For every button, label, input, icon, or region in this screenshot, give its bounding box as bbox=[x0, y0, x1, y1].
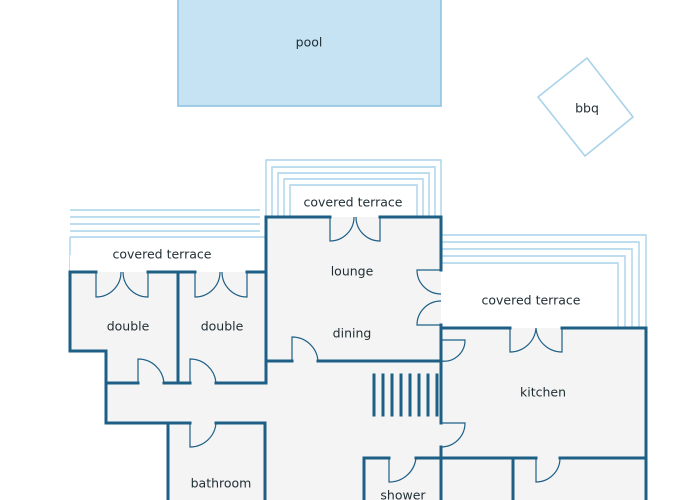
label-covered-terrace-top: covered terrace bbox=[304, 195, 403, 210]
label-double-2: double bbox=[201, 319, 244, 334]
label-covered-terrace-right: covered terrace bbox=[482, 293, 581, 308]
door-dining bbox=[291, 336, 319, 362]
door-double-2-bottom bbox=[189, 358, 217, 384]
door-kitchen-left bbox=[440, 422, 466, 448]
door-dining-right bbox=[440, 339, 466, 362]
door-double-2 bbox=[194, 271, 248, 298]
label-shower: shower bbox=[380, 488, 426, 500]
door-lounge-top bbox=[329, 216, 381, 242]
door-double-1-bottom bbox=[137, 358, 165, 384]
label-double-1: double bbox=[107, 319, 150, 334]
label-kitchen: kitchen bbox=[520, 385, 566, 400]
door-lounge-right bbox=[416, 269, 442, 326]
label-covered-terrace-left: covered terrace bbox=[113, 247, 212, 262]
labels: pool bbq covered terrace covered terrace… bbox=[107, 35, 599, 500]
label-bathroom: bathroom bbox=[191, 476, 252, 491]
door-bathroom bbox=[189, 422, 217, 448]
pool-area bbox=[177, 0, 442, 107]
label-pool: pool bbox=[296, 35, 323, 50]
door-kitchen-top bbox=[509, 327, 563, 353]
label-dining: dining bbox=[333, 326, 372, 341]
door-shower bbox=[388, 457, 417, 483]
door-lower-right bbox=[535, 457, 561, 483]
doors bbox=[95, 216, 563, 483]
stairs bbox=[372, 373, 439, 417]
covered-terrace-right-lines bbox=[441, 234, 647, 328]
walls bbox=[68, 215, 648, 500]
covered-terrace-top-lines bbox=[265, 159, 442, 217]
label-bbq: bbq bbox=[575, 101, 599, 116]
door-double-1 bbox=[95, 271, 149, 298]
bbq-area bbox=[536, 56, 635, 158]
label-lounge: lounge bbox=[331, 264, 374, 279]
